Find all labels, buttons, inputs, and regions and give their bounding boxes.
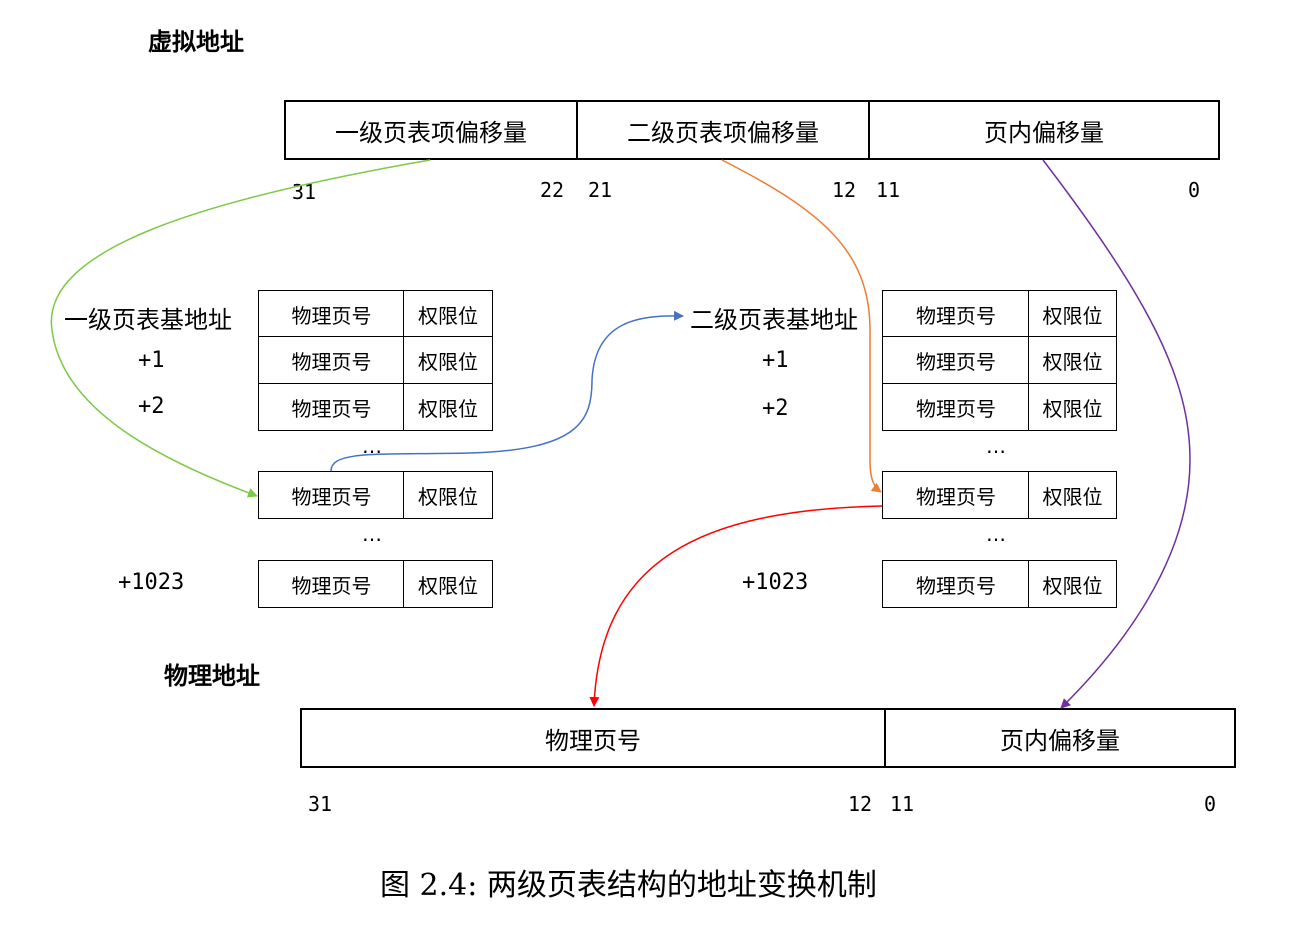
table1-offset-1: +1 xyxy=(138,348,165,373)
table1-offset-2: +2 xyxy=(138,394,165,419)
table2-row0-ppn: 物理页号 xyxy=(882,290,1030,338)
virtual-bit-22: 22 xyxy=(540,178,565,202)
table1-row2-perm: 权限位 xyxy=(403,383,493,431)
arrow-ppn xyxy=(589,505,883,707)
figure-caption: 图 2.4: 两级页表结构的地址变换机制 xyxy=(380,868,877,903)
virtual-field-page-offset: 页内偏移量 xyxy=(868,100,1220,160)
table2-ellipsis-1: … xyxy=(986,434,1006,458)
table1-row0-perm: 权限位 xyxy=(403,290,493,338)
table2-base-label: 二级页表基地址 xyxy=(690,306,858,334)
table2-row2-perm: 权限位 xyxy=(1028,383,1117,431)
table1-row1023-ppn: 物理页号 xyxy=(258,560,405,608)
table2-row1023-ppn: 物理页号 xyxy=(882,560,1030,608)
table2-selected-ppn: 物理页号 xyxy=(882,471,1030,519)
table2-ellipsis-2: … xyxy=(986,522,1006,546)
table2-offset-2: +2 xyxy=(762,396,789,421)
physical-bit-11: 11 xyxy=(890,792,915,816)
virtual-bit-12: 12 xyxy=(832,178,857,202)
table2-row2-ppn: 物理页号 xyxy=(882,383,1030,431)
table2-selected-perm: 权限位 xyxy=(1028,471,1117,519)
physical-bit-12: 12 xyxy=(848,792,873,816)
arrow-l1-index xyxy=(50,159,431,498)
physical-bit-0: 0 xyxy=(1204,792,1217,816)
virtual-field-l2-offset: 二级页表项偏移量 xyxy=(576,100,870,160)
virtual-bit-21: 21 xyxy=(588,178,613,202)
table2-offset-1023: +1023 xyxy=(742,570,809,595)
physical-bit-31: 31 xyxy=(308,792,333,816)
table1-row2-ppn: 物理页号 xyxy=(258,383,405,431)
virtual-bit-31: 31 xyxy=(292,180,317,204)
table1-ellipsis-2: … xyxy=(362,522,382,546)
table2-offset-1: +1 xyxy=(762,348,789,373)
table1-base-label: 一级页表基地址 xyxy=(64,306,232,334)
physical-address-title: 物理地址 xyxy=(164,662,260,690)
arrow-page-offset xyxy=(1042,159,1191,709)
table1-row1023-perm: 权限位 xyxy=(403,560,493,608)
table1-selected-perm: 权限位 xyxy=(403,471,493,519)
table2-row1023-perm: 权限位 xyxy=(1028,560,1117,608)
arrow-l2-base xyxy=(330,310,684,472)
table1-ellipsis-1: … xyxy=(362,434,382,458)
virtual-address-title: 虚拟地址 xyxy=(148,28,244,56)
virtual-field-l1-offset: 一级页表项偏移量 xyxy=(284,100,578,160)
arrow-l2-index xyxy=(721,159,882,493)
table1-row0-ppn: 物理页号 xyxy=(258,290,405,338)
table1-selected-ppn: 物理页号 xyxy=(258,471,405,519)
table1-row1-ppn: 物理页号 xyxy=(258,336,405,384)
table2-row1-ppn: 物理页号 xyxy=(882,336,1030,384)
virtual-bit-0: 0 xyxy=(1188,178,1201,202)
virtual-bit-11: 11 xyxy=(876,178,901,202)
table1-row1-perm: 权限位 xyxy=(403,336,493,384)
table2-row0-perm: 权限位 xyxy=(1028,290,1117,338)
table1-offset-1023: +1023 xyxy=(118,570,185,595)
physical-field-page-offset: 页内偏移量 xyxy=(884,708,1236,768)
table2-row1-perm: 权限位 xyxy=(1028,336,1117,384)
